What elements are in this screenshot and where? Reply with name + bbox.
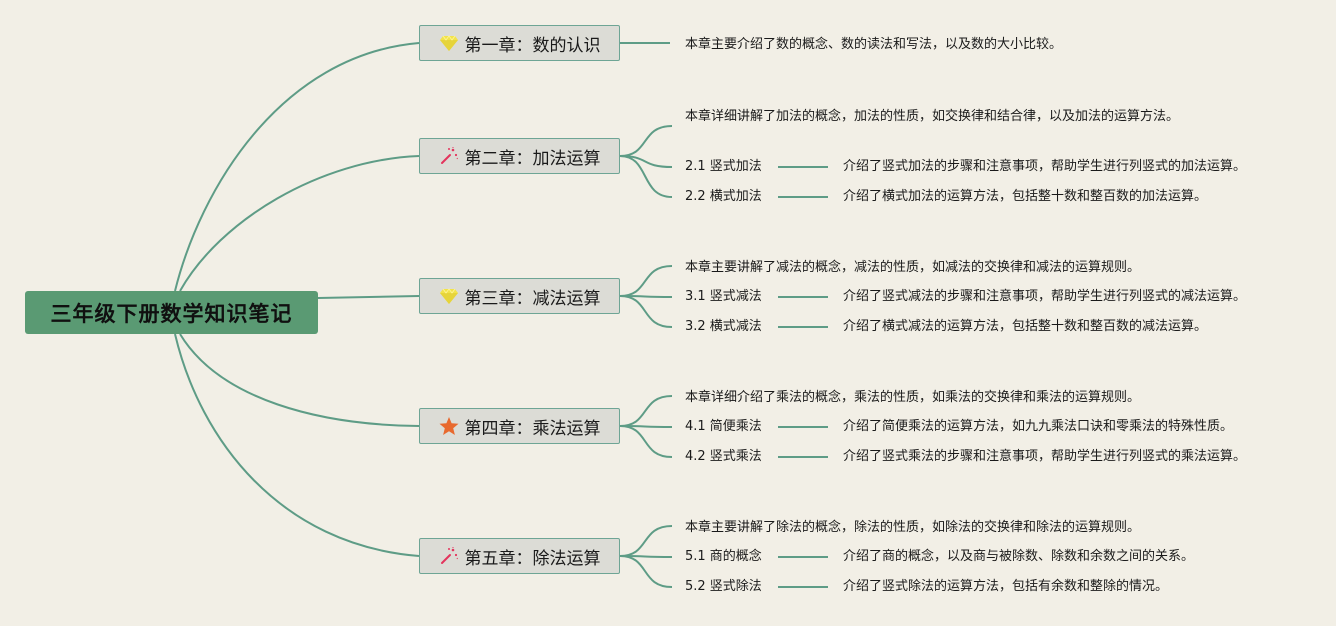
chapter-3-node[interactable]: 第三章：减法运算 (419, 278, 620, 314)
connector-chapter-3-child-3 (619, 295, 673, 328)
chapter-3-summary[interactable]: 本章主要讲解了减法的概念，减法的性质，如减法的交换律和减法的运算规则。 (685, 260, 1141, 275)
section-5-2-label[interactable]: 5.2 竖式除法 (685, 579, 762, 594)
section-4-2-desc[interactable]: 介绍了竖式乘法的步骤和注意事项，帮助学生进行列竖式的乘法运算。 (843, 449, 1247, 464)
gem-icon (439, 33, 459, 53)
section-2-1-label[interactable]: 2.1 竖式加法 (685, 159, 762, 174)
section-2-2-label[interactable]: 2.2 横式加法 (685, 189, 762, 204)
connector-root-chapter-2 (179, 155, 420, 292)
connector-root-chapter-5 (174, 333, 420, 557)
section-5-1-label[interactable]: 5.1 商的概念 (685, 549, 762, 564)
chapter-1-summary[interactable]: 本章主要介绍了数的概念、数的读法和写法，以及数的大小比较。 (685, 37, 1063, 52)
section-3-2-label[interactable]: 3.2 横式减法 (685, 319, 762, 334)
connector-root-chapter-3 (317, 295, 420, 299)
chapter-3-title: 第三章：减法运算 (464, 288, 601, 309)
gem-icon (439, 286, 459, 306)
root-topic[interactable]: 三年级下册数学知识笔记 (25, 291, 318, 334)
chapter-5-summary[interactable]: 本章主要讲解了除法的概念，除法的性质，如除法的交换律和除法的运算规则。 (685, 520, 1141, 535)
connector-root-chapter-4 (179, 333, 420, 427)
section-4-1-label[interactable]: 4.1 简便乘法 (685, 419, 762, 434)
sparkle-wand-icon (439, 546, 459, 566)
section-3-1-label[interactable]: 3.1 竖式减法 (685, 289, 762, 304)
section-2-2-desc[interactable]: 介绍了横式加法的运算方法，包括整十数和整百数的加法运算。 (843, 189, 1208, 204)
connector-root-chapter-1 (174, 42, 420, 292)
chapter-2-node[interactable]: 第二章：加法运算 (419, 138, 620, 174)
section-5-2-desc[interactable]: 介绍了竖式除法的运算方法，包括有余数和整除的情况。 (843, 579, 1169, 594)
connector-chapter-4-child-3 (619, 425, 673, 458)
connector-chapter-5-child-3 (619, 555, 673, 588)
chapter-2-summary[interactable]: 本章详细讲解了加法的概念，加法的性质，如交换律和结合律，以及加法的运算方法。 (685, 109, 1180, 124)
sparkle-wand-icon (439, 146, 459, 166)
chapter-1-title: 第一章：数的认识 (464, 35, 601, 56)
section-3-1-desc[interactable]: 介绍了竖式减法的步骤和注意事项，帮助学生进行列竖式的减法运算。 (843, 289, 1247, 304)
connector-chapter-2-child-1 (619, 125, 673, 157)
section-4-1-desc[interactable]: 介绍了简便乘法的运算方法，如九九乘法口诀和零乘法的特殊性质。 (843, 419, 1234, 434)
chapter-4-node[interactable]: 第四章：乘法运算 (419, 408, 620, 444)
section-5-1-desc[interactable]: 介绍了商的概念，以及商与被除数、除数和余数之间的关系。 (843, 549, 1195, 564)
star-icon (439, 416, 459, 436)
section-2-1-desc[interactable]: 介绍了竖式加法的步骤和注意事项，帮助学生进行列竖式的加法运算。 (843, 159, 1247, 174)
section-4-2-label[interactable]: 4.2 竖式乘法 (685, 449, 762, 464)
chapter-4-summary[interactable]: 本章详细介绍了乘法的概念，乘法的性质，如乘法的交换律和乘法的运算规则。 (685, 390, 1141, 405)
connector-chapter-2-child-3 (619, 155, 673, 198)
connector-chapter-3-child-1 (619, 265, 673, 297)
section-3-2-desc[interactable]: 介绍了横式减法的运算方法，包括整十数和整百数的减法运算。 (843, 319, 1208, 334)
connector-chapter-5-child-1 (619, 525, 673, 557)
chapter-5-title: 第五章：除法运算 (464, 548, 601, 569)
chapter-1-node[interactable]: 第一章：数的认识 (419, 25, 620, 61)
connector-chapter-4-child-1 (619, 395, 673, 427)
root-topic-label: 三年级下册数学知识笔记 (50, 301, 293, 326)
chapter-5-node[interactable]: 第五章：除法运算 (419, 538, 620, 574)
chapter-4-title: 第四章：乘法运算 (464, 418, 601, 439)
chapter-2-title: 第二章：加法运算 (464, 148, 601, 169)
